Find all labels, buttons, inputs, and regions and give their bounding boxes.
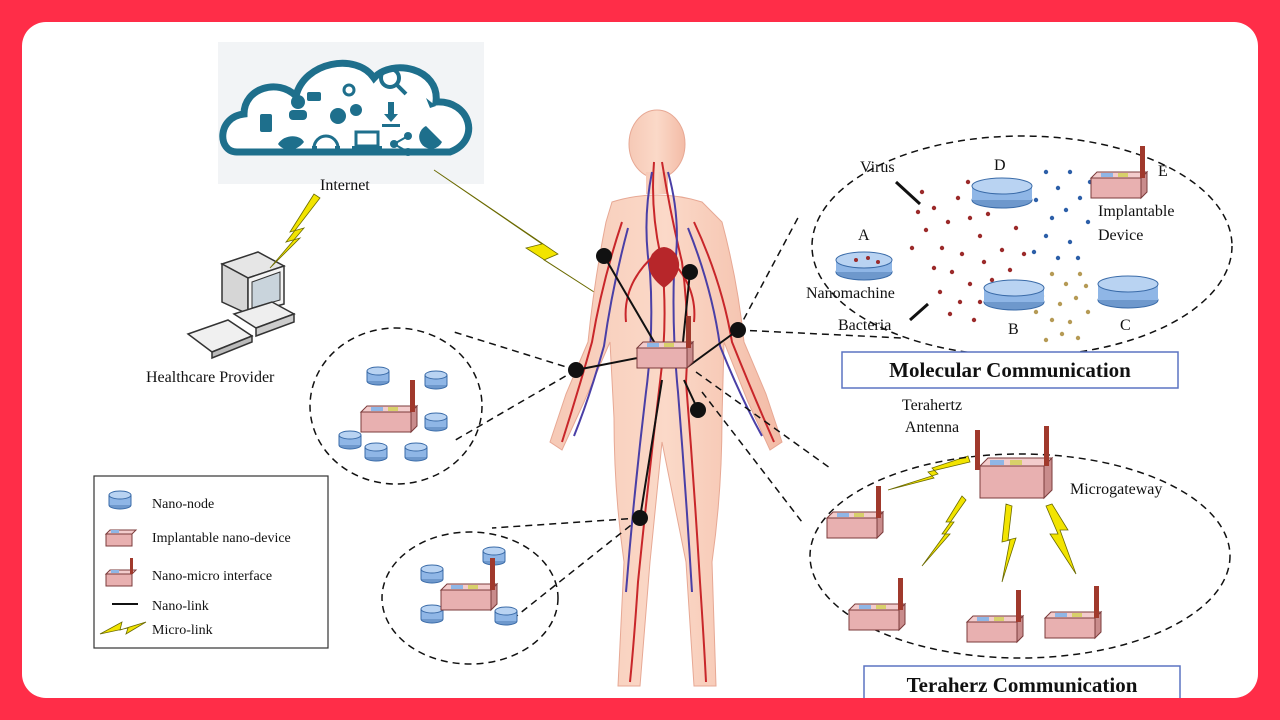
terahertz-antenna-label-1: Terahertz <box>902 397 962 414</box>
heart-icon <box>648 247 680 288</box>
virus-label: Virus <box>860 159 895 176</box>
terahertz-node-4 <box>1044 585 1102 639</box>
diagram-canvas: Internet Healthcare Provider <box>93 42 1233 698</box>
nanomachine-c <box>1097 275 1159 309</box>
nano-network-lower <box>420 546 518 626</box>
micro-link-ant1 <box>887 455 971 491</box>
terahertz-title-box <box>863 665 1181 698</box>
blood-vessels <box>561 161 775 683</box>
legend-nano-node-icon <box>108 490 132 510</box>
microgateway-device <box>975 426 1054 500</box>
micro-link-ant3 <box>1001 503 1017 583</box>
micro-link-ant2 <box>921 495 967 567</box>
letter-a-label: A <box>858 227 870 244</box>
gear-icon <box>330 108 346 124</box>
micro-link-ant4 <box>1045 503 1077 575</box>
molecular-title: Molecular Communication <box>889 358 1131 382</box>
legend-implantable-nano-device: Implantable nano-device <box>152 531 291 546</box>
nanomachine-label: Nanomachine <box>806 285 895 302</box>
computer-icon <box>186 251 296 360</box>
bacteria-pointer <box>909 302 929 322</box>
legend-implantable-icon <box>104 529 138 547</box>
terahertz-antenna-label-2: Antenna <box>905 419 959 436</box>
nano-network-upper <box>338 366 448 462</box>
zoom-lines <box>451 213 903 619</box>
implantable-device-label-2: Device <box>1098 227 1143 244</box>
nanomachine-b <box>983 279 1045 311</box>
chat-icon <box>307 92 321 101</box>
molecular-particles <box>909 169 1093 343</box>
micro-link-internet-provider <box>269 193 321 269</box>
legend-nano-node: Nano-node <box>152 497 214 512</box>
bacteria-label: Bacteria <box>838 317 891 334</box>
user-icon <box>291 95 305 109</box>
pin-icon <box>426 98 436 108</box>
legend-micro-link: Micro-link <box>152 623 213 638</box>
micro-links <box>269 169 1077 583</box>
internet-label: Internet <box>320 177 370 194</box>
nano-network-bubble-upper <box>309 327 483 485</box>
legend-interface-icon <box>104 558 138 587</box>
human-body <box>549 109 783 687</box>
nanomachine-a <box>835 251 893 281</box>
legend-micro-link-icon <box>99 621 147 635</box>
gear-small-icon <box>350 104 362 116</box>
link-icon <box>342 83 356 97</box>
letter-d-label: D <box>994 157 1006 174</box>
tablet-icon <box>260 114 272 132</box>
terahertz-title: Teraherz Communication <box>907 673 1138 697</box>
legend-nano-link: Nano-link <box>152 599 209 614</box>
legend-nano-micro-interface: Nano-micro interface <box>152 569 272 584</box>
microgateway-label: Microgateway <box>1070 481 1162 498</box>
cloud-service-icons <box>260 67 442 156</box>
letter-c-label: C <box>1120 317 1131 334</box>
search-icon <box>379 67 401 89</box>
terahertz-node-3 <box>966 589 1024 643</box>
satellite-icon <box>419 126 442 149</box>
terahertz-node-1 <box>826 485 884 539</box>
molecular-title-box <box>841 351 1179 389</box>
nano-network-bubble-lower <box>381 531 559 665</box>
legend: Nano-node Implantable nano-device Nano-m… <box>93 475 329 649</box>
letter-b-label: B <box>1008 321 1019 338</box>
diagram-frame: Internet Healthcare Provider <box>22 22 1258 698</box>
letter-e-label: E <box>1158 163 1168 180</box>
internet-cloud <box>218 42 484 184</box>
nano-link-endpoints <box>568 248 746 526</box>
download-icon <box>388 102 394 114</box>
terahertz-bubble <box>809 453 1231 659</box>
headset-icon <box>312 134 340 149</box>
micro-link-internet-gateway <box>433 169 623 311</box>
terahertz-node-2 <box>848 577 906 631</box>
bird-icon <box>278 136 304 150</box>
implantable-device-label-1: Implantable <box>1098 203 1174 220</box>
virus-pointer <box>894 180 922 206</box>
healthcare-provider-label: Healthcare Provider <box>146 369 275 386</box>
nanomachine-d <box>971 177 1033 209</box>
